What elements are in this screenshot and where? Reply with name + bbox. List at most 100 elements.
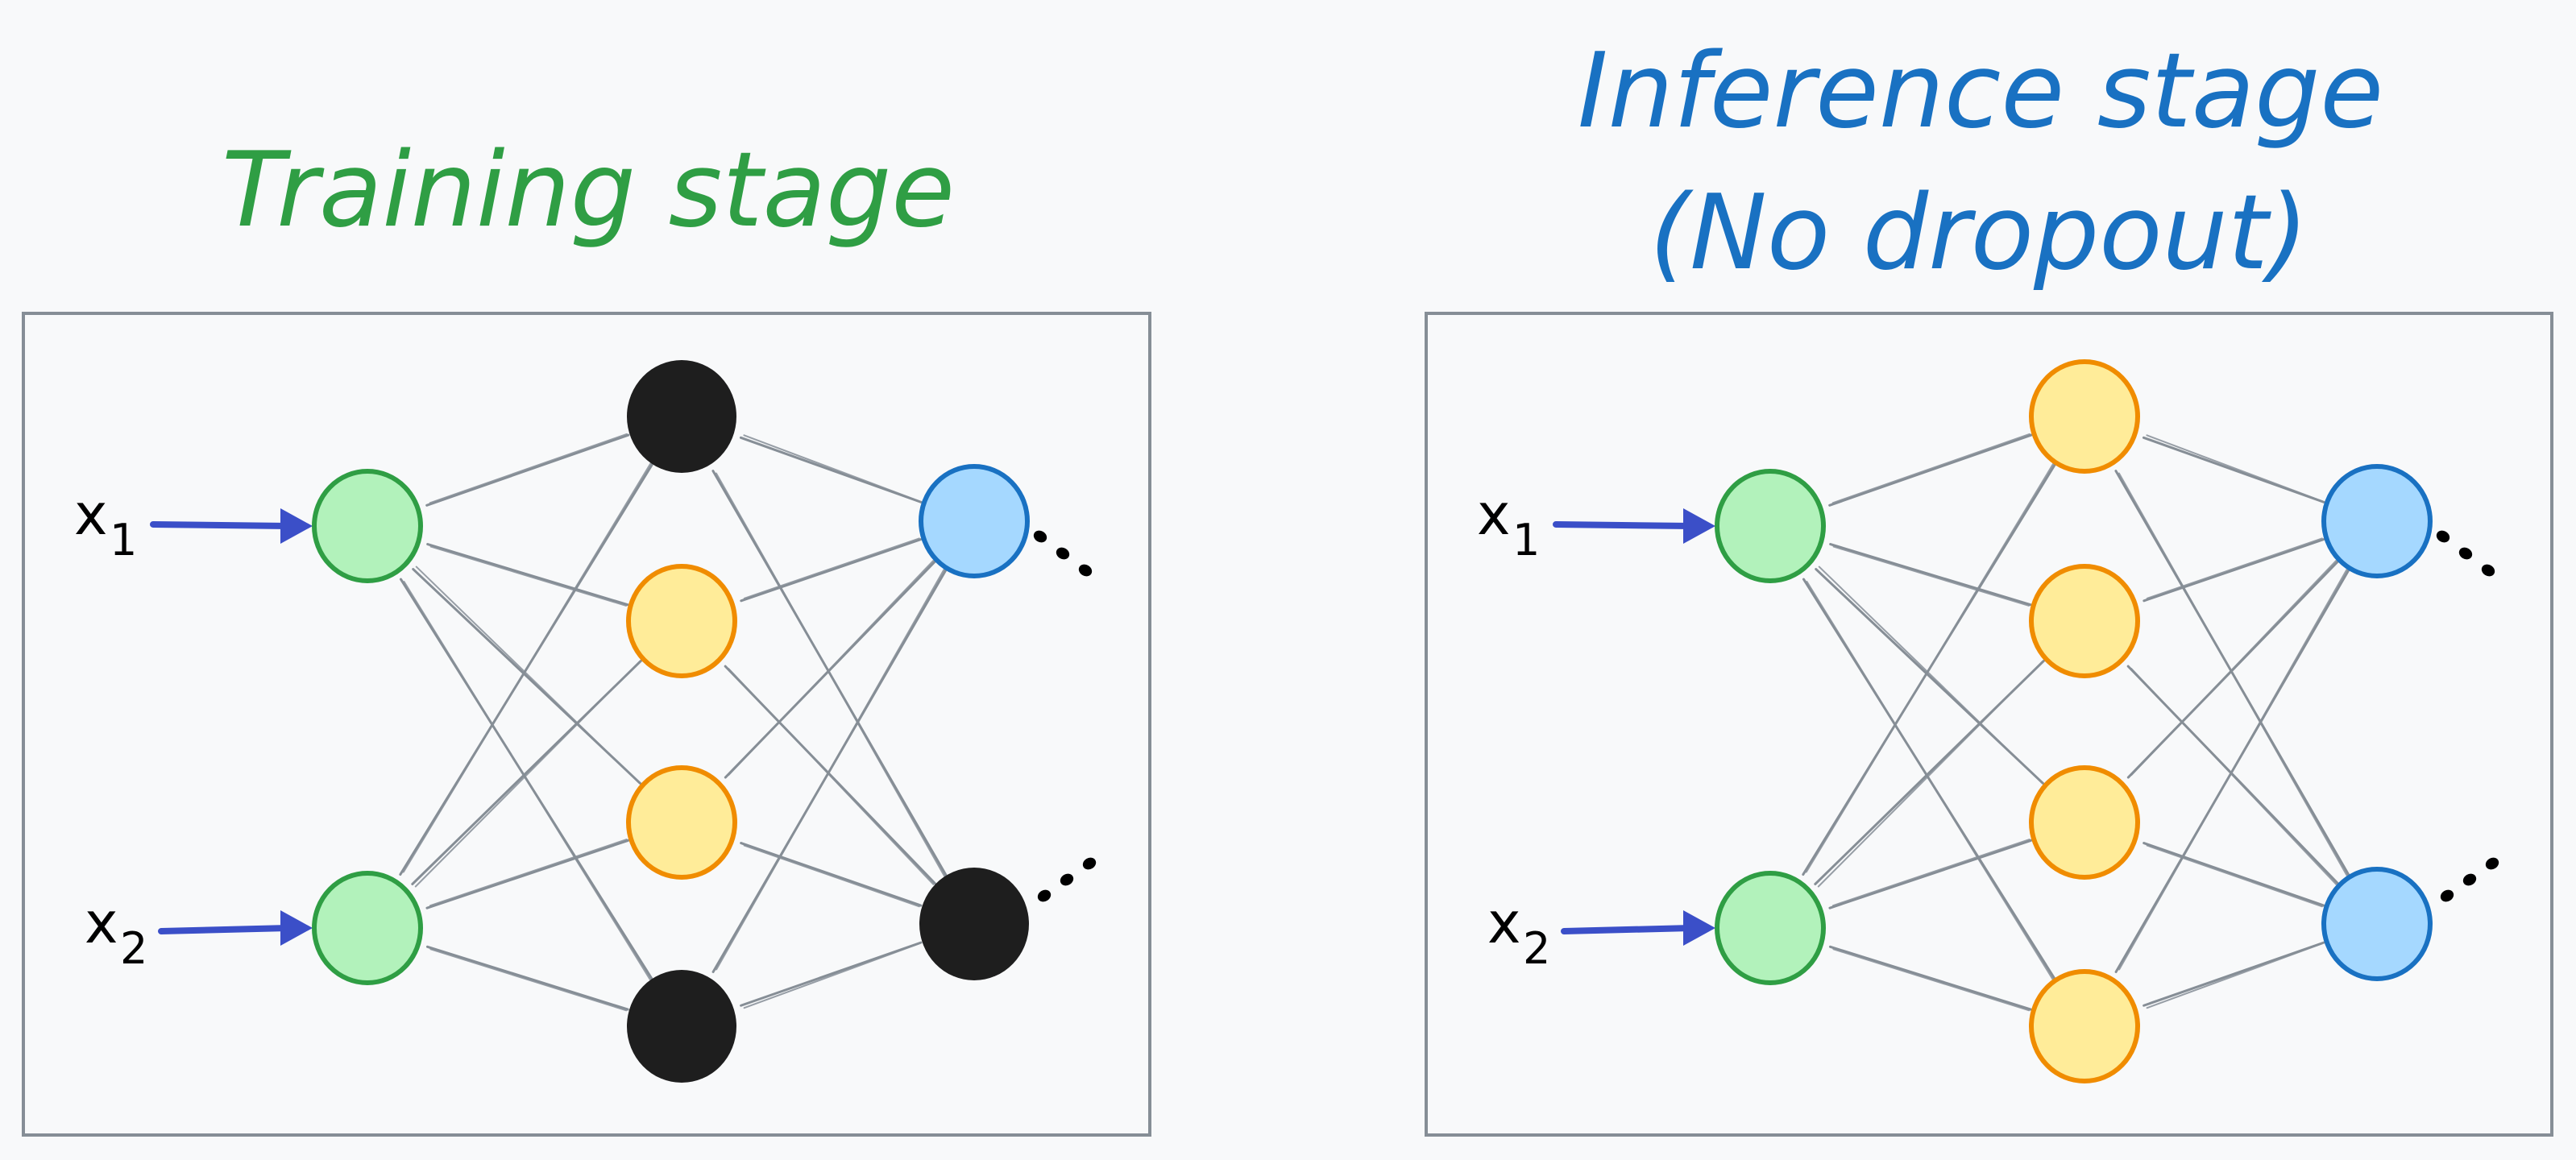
edge-hidden-3-to-output-1-sketch <box>728 560 935 777</box>
edge-input-2-to-hidden-1-sketch <box>1805 462 2055 873</box>
inference-nodes <box>1715 359 2433 1083</box>
edge-hidden-2-to-output-1-sketch <box>743 537 920 599</box>
ellipsis-dot-1-2 <box>2458 547 2473 560</box>
edge-hidden-1-to-output-2-sketch <box>715 472 946 877</box>
edge-input-2-to-hidden-3-sketch <box>1831 839 2031 907</box>
edge-hidden-4-to-output-2 <box>2143 941 2325 1007</box>
edge-input-1-to-hidden-3-sketch <box>1818 566 2043 784</box>
edge-hidden-3-to-output-2-sketch <box>743 844 920 908</box>
edge-hidden-1-to-output-1-sketch <box>2146 434 2324 503</box>
inference-input-arrows <box>1553 508 1715 946</box>
hidden-node-1 <box>2029 359 2140 474</box>
edge-hidden-4-to-output-1-sketch <box>716 568 945 971</box>
inference-edges <box>1802 433 2350 1012</box>
hidden-node-2 <box>2029 564 2140 678</box>
edge-input-2-to-hidden-3 <box>1828 839 2033 909</box>
inference-title-line-2: (No dropout) <box>1649 173 2308 293</box>
edge-input-2-to-hidden-2-sketch <box>1817 661 2043 888</box>
ellipsis-dot-1-1 <box>2436 530 2450 543</box>
input-node-2 <box>1715 871 1826 985</box>
edge-input-2-to-hidden-4 <box>425 945 629 1011</box>
edge-input-2-to-hidden-3-sketch <box>429 839 628 907</box>
edge-input-1-to-hidden-2 <box>426 543 629 607</box>
input-label-x1: x <box>1477 482 1510 548</box>
hidden-node-4 <box>2029 969 2140 1083</box>
edge-input-2-to-hidden-4-sketch <box>1832 948 2031 1012</box>
output-node-2 <box>2321 867 2433 981</box>
arrow-head-icon <box>280 508 313 544</box>
edge-input-1-to-hidden-4-sketch <box>403 581 651 980</box>
inference-continuation-dots <box>2436 530 2499 902</box>
input-label-x2: x <box>85 890 118 956</box>
edge-input-1-to-hidden-1-sketch <box>1831 433 2031 504</box>
edge-hidden-1-to-output-1 <box>739 436 923 503</box>
edge-hidden-2-to-output-2-sketch <box>728 668 935 885</box>
input-label-x2: x <box>1487 890 1520 956</box>
ellipsis-dot-2-2 <box>2462 873 2477 886</box>
edge-hidden-2-to-output-1 <box>2143 538 2325 603</box>
training-nodes <box>312 360 1030 1083</box>
edge-hidden-2-to-output-2-sketch <box>2130 668 2337 885</box>
edge-input-2-to-hidden-3 <box>425 839 630 909</box>
edge-input-1-to-hidden-2 <box>1829 543 2032 607</box>
ellipsis-dot-1-3 <box>1078 564 1093 577</box>
edge-input-1-to-hidden-4-sketch <box>1806 581 2054 980</box>
input-label-subscript: 1 <box>110 515 137 566</box>
ellipsis-dot-1-3 <box>2481 564 2495 577</box>
edge-input-2-to-hidden-2-sketch <box>414 661 641 888</box>
ellipsis-dot-2-2 <box>1060 873 1074 886</box>
edge-hidden-4-to-output-2-sketch <box>2146 942 2323 1009</box>
output-node-1 <box>919 464 1030 578</box>
hidden-node-1-dropped <box>627 360 736 473</box>
edge-hidden-3-to-output-2 <box>740 842 923 907</box>
training-edges <box>399 433 948 1012</box>
training-title-line-1: Training stage <box>222 130 955 251</box>
training-input-arrows <box>150 508 313 946</box>
input-arrow-1 <box>150 521 292 529</box>
edge-hidden-4-to-output-1-sketch <box>2118 568 2348 971</box>
input-arrow-2 <box>158 925 292 934</box>
edge-input-1-to-hidden-1-sketch <box>429 433 628 504</box>
input-arrow-2 <box>1561 925 1695 934</box>
hidden-node-3 <box>2029 765 2140 880</box>
training-frame <box>22 312 1151 1137</box>
edge-hidden-1-to-output-1-sketch <box>743 434 921 503</box>
output-node-2-dropped <box>919 868 1029 980</box>
edge-input-1-to-hidden-1 <box>425 433 630 507</box>
ellipsis-dot-2-1 <box>1037 889 1052 902</box>
edge-input-1-to-hidden-3-sketch <box>415 566 641 784</box>
input-label-x1: x <box>74 482 107 548</box>
input-label-subscript: 2 <box>120 923 147 974</box>
edge-hidden-1-to-output-2-sketch <box>2118 472 2349 877</box>
edge-input-2-to-hidden-4-sketch <box>429 948 628 1012</box>
training-continuation-dots <box>1033 530 1097 902</box>
edge-hidden-3-to-output-1-sketch <box>2130 560 2337 777</box>
ellipsis-dot-2-3 <box>2485 857 2499 870</box>
input-label-subscript: 2 <box>1523 923 1550 974</box>
ellipsis-dot-2-1 <box>2440 889 2454 902</box>
inference-frame <box>1425 312 2553 1137</box>
edge-input-2-to-hidden-4 <box>1828 945 2032 1011</box>
arrow-head-icon <box>1683 910 1715 946</box>
edge-input-1-to-hidden-1 <box>1828 433 2033 507</box>
edge-input-1-to-hidden-2-sketch <box>1832 545 2030 607</box>
input-node-1 <box>1715 469 1826 583</box>
output-node-1 <box>2321 464 2433 578</box>
ellipsis-dot-2-3 <box>1082 857 1097 870</box>
input-label-subscript: 1 <box>1512 515 1540 566</box>
hidden-node-3 <box>626 765 737 880</box>
edge-hidden-3-to-output-2 <box>2143 842 2325 907</box>
edge-hidden-1-to-output-1 <box>2142 436 2325 503</box>
input-node-2 <box>312 871 423 985</box>
ellipsis-dot-1-1 <box>1033 530 1047 543</box>
edge-hidden-3-to-output-2-sketch <box>2146 844 2323 908</box>
edge-hidden-4-to-output-2-sketch <box>743 942 920 1009</box>
edge-input-1-to-hidden-2-sketch <box>429 545 627 607</box>
edge-input-2-to-hidden-1-sketch <box>402 462 652 873</box>
edge-hidden-4-to-output-2 <box>740 941 923 1007</box>
